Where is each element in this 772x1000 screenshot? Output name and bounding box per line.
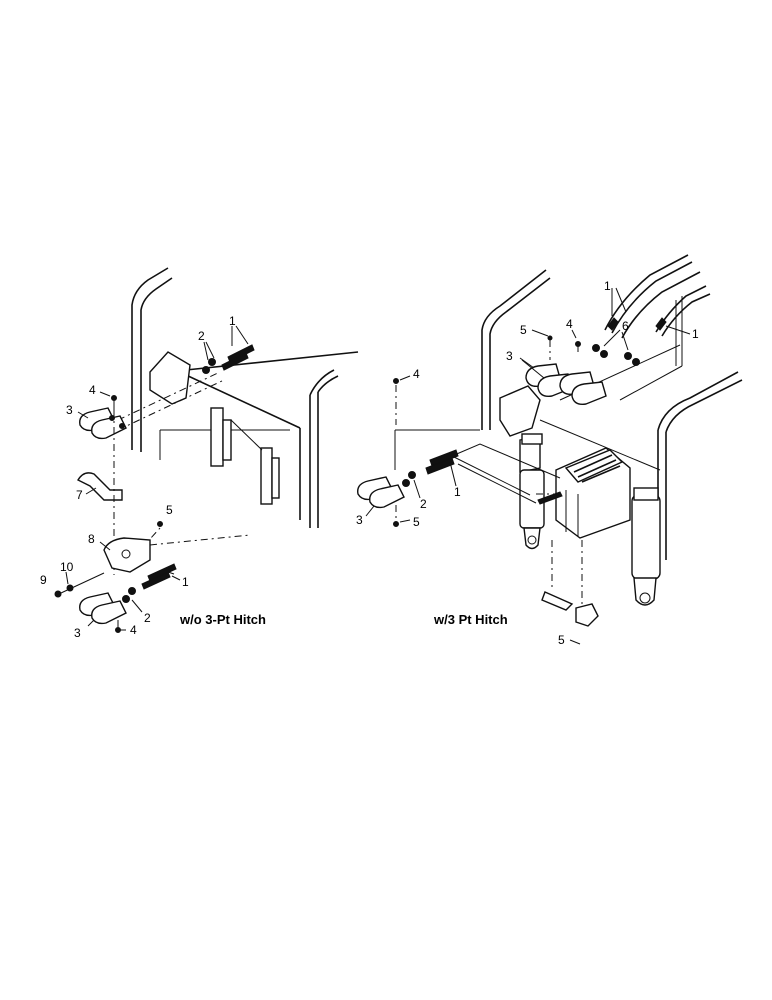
right-upper-coupler-set: [525, 335, 640, 406]
right-callout-6: 6: [622, 319, 629, 333]
right-callout-1-left: 1: [454, 485, 461, 499]
left-callout-8: 8: [88, 532, 95, 546]
left-caption: w/o 3-Pt Hitch: [179, 612, 266, 627]
left-callout-3-top: 3: [66, 403, 73, 417]
left-callouts: 1 2 4 3 7 5 8 10 9 1 2 3 4: [40, 314, 236, 640]
left-callout-2-top: 2: [198, 329, 205, 343]
right-callout-3-left: 3: [356, 513, 363, 527]
right-callout-4-left: 4: [413, 367, 420, 381]
right-callouts: 1 5 4 6 1 3 4 1 2 3 5 5: [356, 279, 699, 647]
left-callout-10: 10: [60, 560, 74, 574]
left-callout-leaders: [65, 325, 249, 631]
right-left-coupler-set: [357, 378, 563, 527]
right-caption: w/3 Pt Hitch: [433, 612, 508, 627]
right-callout-4-top: 4: [566, 317, 573, 331]
right-callout-3-top: 3: [506, 349, 513, 363]
right-valve-block: [499, 385, 661, 627]
left-callout-9: 9: [40, 573, 47, 587]
right-assembly: 1 5 4 6 1 3 4 1 2 3 5 5 w/3 Pt Hitch: [356, 254, 743, 647]
right-callout-2: 2: [420, 497, 427, 511]
left-callout-2-bottom: 2: [144, 611, 151, 625]
left-lower-coupler-set: [54, 410, 251, 633]
left-tractor-body: [131, 267, 359, 528]
left-callout-1-bottom: 1: [182, 575, 189, 589]
left-callout-3-bottom: 3: [74, 626, 81, 640]
right-callout-1-top: 1: [604, 279, 611, 293]
left-callout-4-top: 4: [89, 383, 96, 397]
right-callout-5-bottom: 5: [558, 633, 565, 647]
left-strap-bracket: [77, 472, 123, 501]
right-callout-5-top: 5: [520, 323, 527, 337]
right-tractor-body: [394, 269, 743, 570]
right-callout-5-left: 5: [413, 515, 420, 529]
left-callout-1-top: 1: [229, 314, 236, 328]
right-callout-1-hose: 1: [692, 327, 699, 341]
left-upper-coupler-set: [79, 344, 255, 440]
left-callout-5: 5: [166, 503, 173, 517]
left-callout-4-bottom: 4: [130, 623, 137, 637]
right-hoses: [604, 254, 711, 401]
right-callout-leaders: [365, 287, 691, 645]
left-callout-7: 7: [76, 488, 83, 502]
left-assembly: 1 2 4 3 7 5 8 10 9 1 2 3 4 w/o 3-Pt Hitc…: [40, 267, 359, 640]
